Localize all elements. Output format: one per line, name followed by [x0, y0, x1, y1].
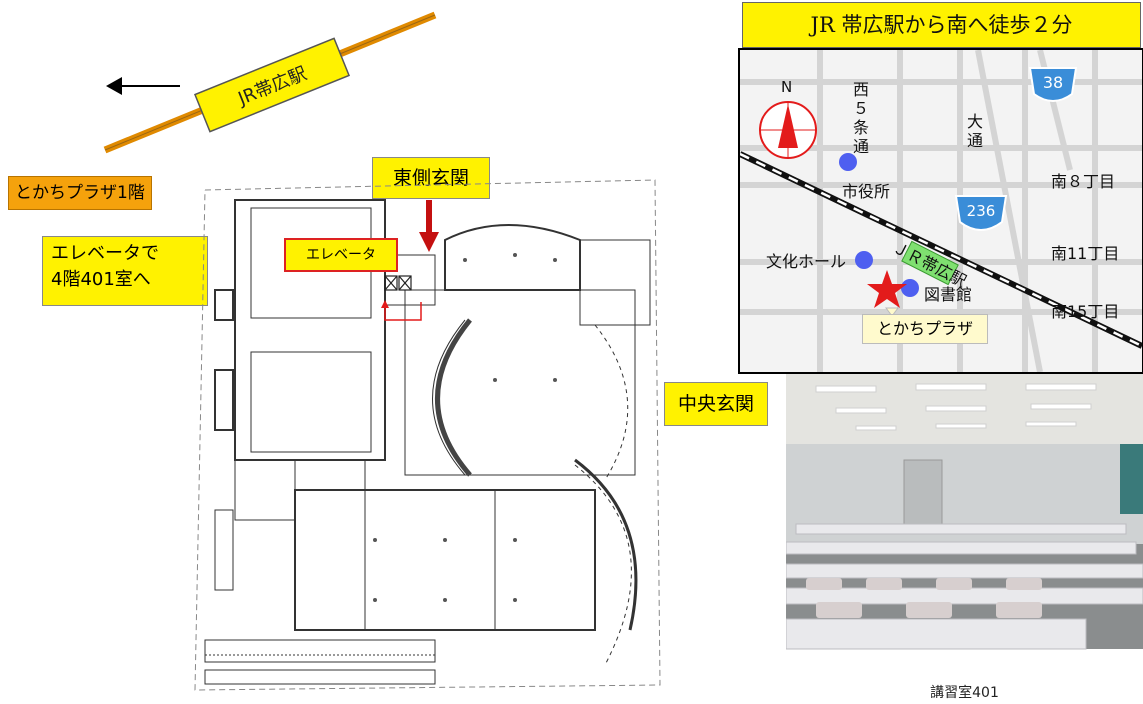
route-236-shield-icon: [954, 195, 1008, 231]
floor-plan: [194, 179, 661, 691]
floor-label: とかちプラザ1階: [8, 176, 152, 210]
route-38-shield-icon: [1028, 67, 1078, 102]
plaza-star-icon: [867, 270, 907, 308]
elevator-note: エレベータで 4階401室へ: [42, 236, 208, 306]
minami8-label: 南８丁目: [1051, 172, 1116, 191]
route-236-label: 236: [966, 202, 996, 220]
elevator-note-line1: エレベータで: [51, 243, 159, 264]
station-marker: [901, 240, 959, 286]
room-401-photo: [786, 374, 1143, 650]
city-hall-label: 市役所: [842, 182, 891, 201]
east-entrance-arrow: [426, 200, 432, 235]
library-label: 図書館: [924, 285, 973, 304]
area-map: N 西５条通 大通 市役所 南８丁目 236 38 ＪＲ帯広駅 文化ホール 図書…: [738, 48, 1143, 374]
elevator-note-line2: 4階401室へ: [51, 269, 151, 290]
arrow-down-icon: [419, 232, 439, 252]
minami15-label: 南15丁目: [1051, 302, 1120, 321]
culture-hall-label: 文化ホール: [766, 252, 847, 271]
library-marker: [901, 279, 919, 297]
minami11-label: 南11丁目: [1051, 244, 1120, 263]
city-hall-marker: [839, 153, 857, 171]
map-title: JR 帯広駅から南へ徒歩２分: [742, 2, 1141, 48]
central-entrance-label: 中央玄関: [664, 382, 768, 426]
station-rail-graphic: JR帯広駅: [103, 11, 437, 154]
route-path: [384, 302, 422, 321]
photo-caption: 講習室401: [930, 685, 999, 701]
north-label: N: [781, 78, 793, 96]
street-odori-label: 大通: [966, 112, 983, 150]
culture-hall-marker: [855, 251, 873, 269]
plaza-callout: とかちプラザ: [862, 314, 988, 344]
east-entrance-label: 東側玄関: [372, 157, 490, 199]
station-badge: [193, 37, 351, 133]
street-nishi5-label: 西５条通: [852, 80, 869, 156]
elevator-car-icon: [384, 275, 398, 291]
arrow-head-icon: [106, 77, 122, 95]
elevator-label: エレベータ: [284, 238, 398, 272]
route-38-label: 38: [1042, 73, 1064, 92]
